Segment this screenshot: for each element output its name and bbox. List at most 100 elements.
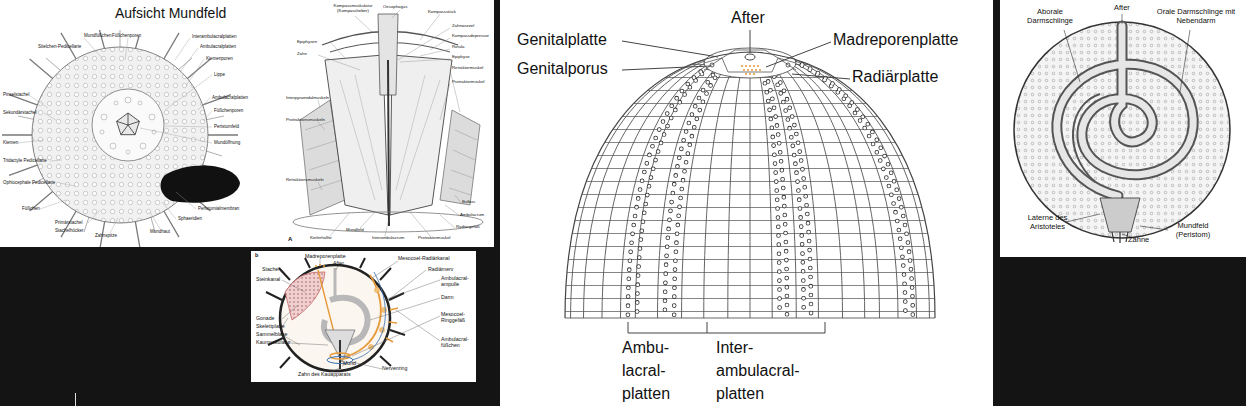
part-label: Kompassmuskulatur (Kompassheber) xyxy=(332,4,374,14)
part-label: Laterne des Aristoteles xyxy=(1020,214,1075,231)
peristome xyxy=(92,89,164,161)
part-label: Interpyramidalmuskeln xyxy=(286,96,329,101)
test-outline xyxy=(565,52,935,318)
part-label: Mundhaut xyxy=(150,229,170,234)
bracket xyxy=(628,322,825,333)
part-label: Kompassdepressor xyxy=(452,34,489,39)
panel-label: Madreporenplatte xyxy=(833,31,958,49)
part-label: Füßchen xyxy=(22,206,40,211)
lantern xyxy=(1100,198,1140,232)
pore-row xyxy=(628,52,913,316)
genital-pore xyxy=(710,63,714,67)
radial-nerve xyxy=(352,272,385,360)
panel-label: Aufsicht Mundfeld xyxy=(115,5,226,21)
part-label: Pinselstachel xyxy=(3,92,30,97)
test xyxy=(1014,22,1230,238)
part-label: Stachel xyxy=(262,267,279,273)
part-label: Sphaeridien xyxy=(178,216,202,221)
part-label: Protraktionsmuskeln xyxy=(286,118,325,123)
test-base xyxy=(565,318,935,319)
part-label: Mundöffnung xyxy=(214,140,240,145)
part-label: Ambulacral- ampulle xyxy=(441,276,475,288)
part-label: Mundfüßchen xyxy=(84,33,112,38)
part-label: Protraktormuskel xyxy=(418,236,450,241)
part-label: Peristomialmembran xyxy=(198,206,239,211)
part-label: Nervenring xyxy=(382,366,407,372)
madreporite xyxy=(741,65,761,75)
part-label: Retraktionsmuskeln xyxy=(286,178,324,183)
part-label: Zahn xyxy=(297,52,307,57)
part-label: Radiärgefäß xyxy=(456,225,480,230)
dark-patch xyxy=(161,166,240,203)
part-label: Orale Darmschlinge mit Nebendarm xyxy=(1156,8,1236,25)
anus xyxy=(745,54,755,60)
part-label: Zahnwurzel xyxy=(452,24,474,29)
part-label: Skelettplatte xyxy=(256,324,285,330)
buccal-plates xyxy=(100,97,156,154)
part-label: b xyxy=(255,252,258,258)
urchin-oral-view xyxy=(2,30,240,247)
part-label: Kiemen xyxy=(3,140,18,145)
part-label: Mund xyxy=(343,361,356,367)
panel-label: Radiärplatte xyxy=(852,68,938,86)
panel-label: Genitalporus xyxy=(517,60,608,78)
panel xyxy=(500,0,993,406)
part-label: Zahn des Kauapparats xyxy=(298,372,351,378)
part-label: Epiphysen xyxy=(297,40,317,45)
pore-row xyxy=(628,52,913,316)
part-label: Kompassstück xyxy=(428,10,456,15)
part-label: Interambulacrum xyxy=(372,236,404,241)
part-label: Retraktormuskel xyxy=(452,66,483,71)
part-label: Peristomfeld xyxy=(214,124,239,129)
tooth xyxy=(117,113,140,135)
part-label: Steinkanal xyxy=(256,277,280,283)
cursor-mark xyxy=(75,393,76,406)
lantern-drawing xyxy=(293,10,483,236)
test-drawing xyxy=(560,30,940,333)
part-label: Primärstachel xyxy=(55,220,83,225)
part-label: Interambulacralplatten xyxy=(192,34,237,39)
part-label: Oesophagus xyxy=(383,5,407,10)
panel-label: Genitalplatte xyxy=(517,31,607,49)
part-label: Füßchenporen xyxy=(112,33,141,38)
part-label: Kiemenporen xyxy=(206,56,233,61)
part-label: Aborale Darmschlinge xyxy=(1020,8,1080,25)
plate-rows xyxy=(560,50,940,320)
part-label: Radiärnerv xyxy=(428,267,453,273)
part-label: Ambulacralplatten xyxy=(200,44,236,49)
tooth xyxy=(388,60,389,226)
part-label: Stachelhöcker xyxy=(55,228,84,233)
leader-line xyxy=(280,259,440,372)
part-label: Ophiocephale Pedicellarie xyxy=(3,180,55,185)
tooth xyxy=(339,340,341,369)
panel xyxy=(251,251,476,382)
part-label: Sammelblase xyxy=(256,332,287,338)
part-label: After xyxy=(1114,4,1130,13)
leader-line xyxy=(622,30,850,79)
part-label: Füßchenporen xyxy=(214,108,243,113)
part-label: After xyxy=(333,261,344,267)
leader-line xyxy=(18,38,212,233)
gonad xyxy=(285,272,325,320)
part-label: Mesocoel- Ringgefäß xyxy=(441,312,475,324)
part-label: Madreporenplatte xyxy=(305,254,346,260)
gut-drawing xyxy=(1014,14,1230,243)
panel-label: After xyxy=(731,9,765,27)
part-label: Ambulacral- füßchen xyxy=(441,337,475,349)
part-label: Bulbus xyxy=(462,200,475,205)
panel-label: Inter- ambulacral- platten xyxy=(716,336,811,405)
pyramid xyxy=(325,55,388,215)
gut xyxy=(334,268,337,300)
siphon xyxy=(1073,94,1100,182)
leader-line xyxy=(1064,14,1190,238)
panel-label: Ambu- lacral- platten xyxy=(622,336,682,405)
part-label: Kaumuskulatur xyxy=(256,340,291,346)
part-label: Tridactyle Pedicellarie xyxy=(3,158,47,163)
part-label: Stielchen-Pedicellarie xyxy=(38,44,81,49)
part-label: Lippe xyxy=(214,72,225,77)
part-label: Zähne xyxy=(1128,236,1149,245)
part-label: Ambulacralplatten xyxy=(212,95,248,100)
part-label: Ambulacrum xyxy=(460,213,484,218)
gut xyxy=(1057,26,1193,196)
